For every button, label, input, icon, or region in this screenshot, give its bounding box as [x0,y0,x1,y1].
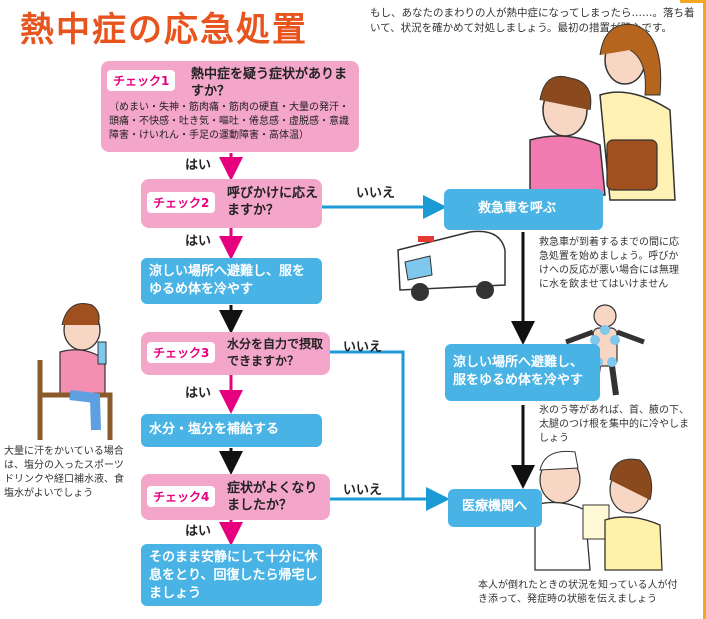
cool-down-box: 涼しい場所へ避難し、服をゆるめ体を冷やす [141,258,322,304]
check1-question: 熱中症を疑う症状がありますか？ [191,67,348,99]
check3-box: チェック3 水分を自力で摂取できますか？ [141,332,330,375]
no-arrow-3-line [330,350,405,499]
check2-tag: チェック2 [147,192,216,213]
ice-note: 氷のう等があれば、首、腋の下、太腿のつけ根を集中的に冷やしましょう [539,405,689,444]
ambulance-note: 救急車が到着するまでの間に応急処置を始めましょう。呼びかけへの反応が悪い場合には… [539,237,679,290]
check3-tag: チェック3 [147,342,216,363]
girl-drinking-illustration [37,303,113,440]
yes-label-2: はい [185,234,212,249]
ambulance-illustration [397,230,506,301]
cool-down-text: 涼しい場所へ避難し、服をゆるめ体を冷やす [149,264,306,297]
check1-tag: チェック1 [107,70,176,91]
check1-symptoms: （めまい・失神・筋肉痛・筋肉の硬直・大量の発汗・頭痛・不快感・吐き気・嘔吐・倦怠… [109,102,349,141]
page-title: 熱中症の応急処置 [20,10,308,50]
mother-child-illustration [529,23,676,201]
hydrate-box: 水分・塩分を補給する [141,414,322,447]
intro-text: もし、あなたのまわりの人が熱中症になってしまったら……。落ち着いて、状況を確かめ… [370,7,695,34]
body-cooling-illustration [565,304,645,396]
yes-label-4: はい [185,524,212,539]
hydrate-text: 水分・塩分を補給する [149,422,280,437]
hospital-note: 本人が倒れたときの状況を知っている人が付き添って、発症時の状態を伝えましょう [478,580,678,605]
drink-note: 大量に汗をかいている場合は、塩分の入ったスポーツドリンクや経口補水液、食塩水がよ… [4,446,124,499]
check2-box: チェック2 呼びかけに応えますか？ [141,179,322,228]
hospital-text: 医療機関へ [462,499,528,514]
hospital-box: 医療機関へ [448,489,542,527]
rest-box: そのまま安静にして十分に休息をとり、回復したら帰宅しましょう [141,544,322,606]
check1-box: チェック1 熱中症を疑う症状がありますか？ （めまい・失神・筋肉痛・筋肉の硬直・… [101,61,359,152]
check3-question: 水分を自力で摂取できますか？ [227,337,324,368]
yes-label-3: はい [185,386,212,401]
nurse-patient-illustration [534,450,663,571]
check4-question: 症状がよくなりましたか？ [227,481,318,513]
rest-text: そのまま安静にして十分に休息をとり、回復したら帰宅しましょう [149,550,318,601]
no-label-4: いいえ [343,483,383,498]
frame-right-line [703,0,706,619]
ambulance-text: 救急車を呼ぶ [478,201,557,216]
cool-down-right-box: 涼しい場所へ避難し、服をゆるめ体を冷やす [445,344,600,401]
check2-question: 呼びかけに応えますか？ [227,186,319,218]
yes-label-1: はい [185,158,212,173]
ambulance-box: 救急車を呼ぶ [444,189,603,230]
no-label-3: いいえ [343,340,383,355]
frame-top-line [680,0,706,3]
no-label-2: いいえ [356,186,396,201]
check4-box: チェック4 症状がよくなりましたか？ [141,474,330,520]
cool-down-right-text: 涼しい場所へ避難し、服をゆるめ体を冷やす [453,355,584,388]
check4-tag: チェック4 [147,486,216,507]
